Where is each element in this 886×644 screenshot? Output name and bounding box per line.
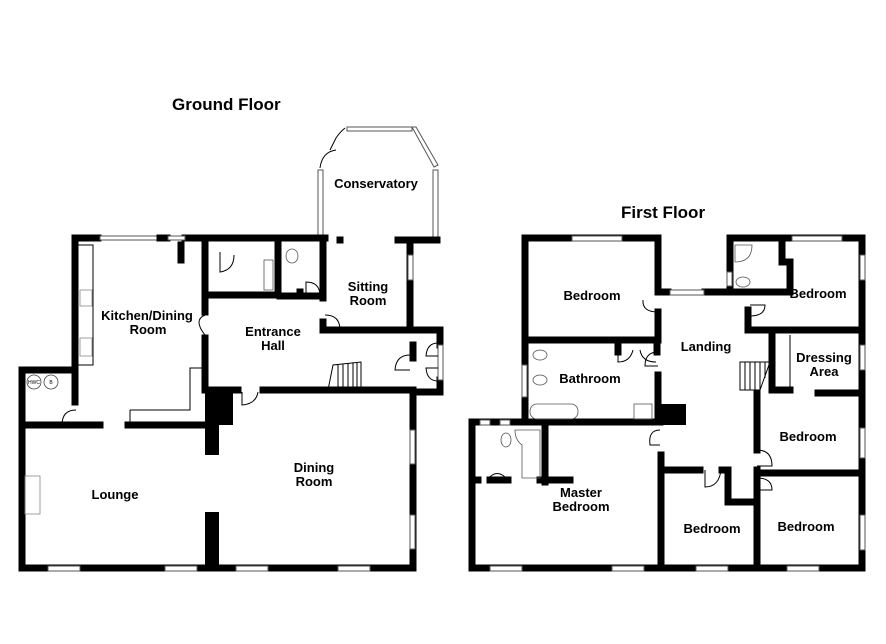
room-dining-line2: Room <box>296 474 333 489</box>
room-hall-line2: Hall <box>261 338 285 353</box>
room-dressing-line1: Dressing <box>796 350 852 365</box>
first-floor-title: First Floor <box>621 203 705 222</box>
ground-floor: Ground Floor <box>18 95 444 572</box>
room-dressing-line2: Area <box>810 364 840 379</box>
room-dining-line1: Dining <box>294 460 334 475</box>
room-hall-line1: Entrance <box>245 324 301 339</box>
room-sitting-line2: Room <box>350 293 387 308</box>
ground-floor-title: Ground Floor <box>172 95 281 114</box>
hwc-label: HWC <box>28 380 40 386</box>
first-floor-room-labels: Bedroom Bedroom Landing Dressing Area Ba… <box>552 286 851 536</box>
boiler-cupboard-fixtures: HWC B <box>26 374 59 390</box>
room-kitchen-line2: Room <box>130 322 167 337</box>
room-bedroom-nw: Bedroom <box>563 288 620 303</box>
room-bedroom-ne: Bedroom <box>789 286 846 301</box>
ground-floor-walls <box>18 126 444 572</box>
room-conservatory: Conservatory <box>334 176 419 191</box>
chimney-breast <box>658 404 686 425</box>
ground-floor-room-labels: Conservatory Kitchen/Dining Room Sitting… <box>92 176 419 502</box>
room-bedroom-s: Bedroom <box>683 521 740 536</box>
room-lounge: Lounge <box>92 487 139 502</box>
room-bedroom-se: Bedroom <box>777 519 834 534</box>
room-bathroom: Bathroom <box>559 371 620 386</box>
room-master-line1: Master <box>560 485 602 500</box>
window <box>47 565 81 572</box>
room-kitchen-line1: Kitchen/Dining <box>101 308 193 323</box>
first-floor-walls <box>468 234 866 572</box>
room-landing: Landing <box>681 339 732 354</box>
room-master-line2: Bedroom <box>552 499 609 514</box>
first-floor: First Floor <box>468 203 866 572</box>
chimney-breast <box>205 390 233 425</box>
room-sitting-line1: Sitting <box>348 279 388 294</box>
boiler-label: B <box>49 380 53 386</box>
room-bedroom-e: Bedroom <box>779 429 836 444</box>
